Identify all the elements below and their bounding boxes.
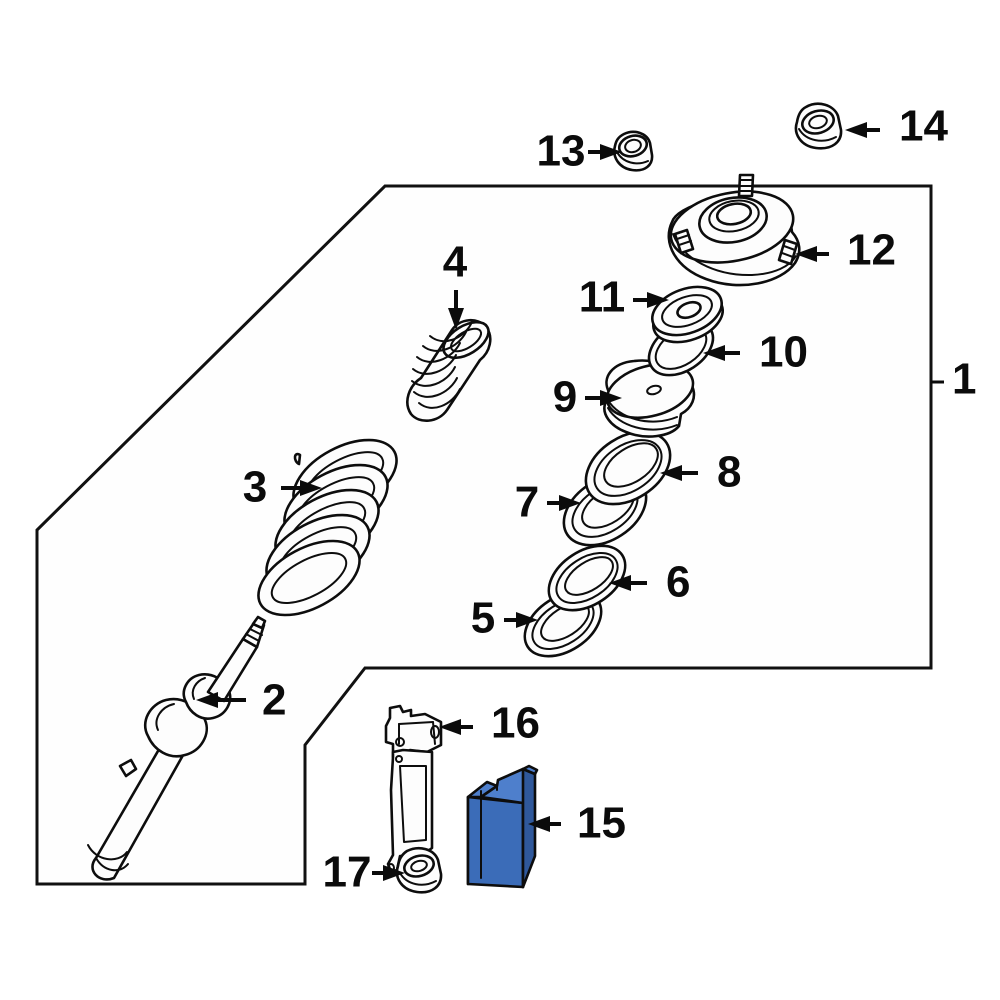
leader-15 (528, 816, 561, 832)
callout-label-16: 16 (491, 699, 540, 748)
callout-label-6: 6 (666, 558, 690, 607)
callout-label-14: 14 (899, 102, 948, 151)
leader-17 (372, 865, 405, 881)
part-strut-rod-nut (613, 130, 654, 172)
callout-label-4: 4 (443, 238, 468, 287)
leader-13 (588, 144, 622, 160)
part-strut-bracket (384, 704, 443, 874)
part-strut-shield-cover-highlighted (466, 764, 539, 889)
part-spring-seat-ring (547, 544, 627, 612)
leader-4 (448, 290, 464, 330)
part-strut-bearing (651, 285, 724, 344)
callout-label-17: 17 (323, 848, 372, 897)
part-bracket-nut (395, 847, 443, 894)
leader-6 (609, 575, 647, 591)
leader-9 (585, 390, 622, 406)
callout-label-5: 5 (471, 594, 495, 643)
part-dust-boot-bellows (406, 318, 492, 422)
leader-14 (845, 122, 880, 138)
callout-label-3: 3 (243, 463, 267, 512)
leader-5 (504, 612, 538, 628)
callout-label-2: 2 (262, 676, 286, 725)
leader-7 (547, 495, 581, 511)
part-coil-spring (257, 438, 398, 617)
callout-label-9: 9 (553, 373, 577, 422)
leader-12 (795, 246, 829, 262)
callout-label-1: 1 (952, 355, 976, 404)
leader-10 (703, 345, 740, 361)
callout-label-11: 11 (579, 273, 626, 322)
leader-11 (633, 292, 669, 308)
callout-label-15: 15 (577, 799, 626, 848)
callout-label-8: 8 (717, 448, 741, 497)
leader-2 (196, 692, 246, 708)
part-strut-mount-nut (794, 102, 843, 150)
assembly-group-boundary (35, 184, 933, 886)
callout-label-13: 13 (537, 127, 586, 176)
part-strut-mount (667, 173, 801, 287)
leader-8 (660, 465, 698, 481)
callout-label-7: 7 (515, 478, 539, 527)
callout-label-10: 10 (759, 328, 808, 377)
part-spring-insulator (584, 430, 672, 506)
leader-16 (439, 719, 473, 735)
leader-3 (281, 480, 322, 496)
callout-label-12: 12 (847, 226, 896, 275)
part-strut-bumper-plate (603, 359, 696, 438)
